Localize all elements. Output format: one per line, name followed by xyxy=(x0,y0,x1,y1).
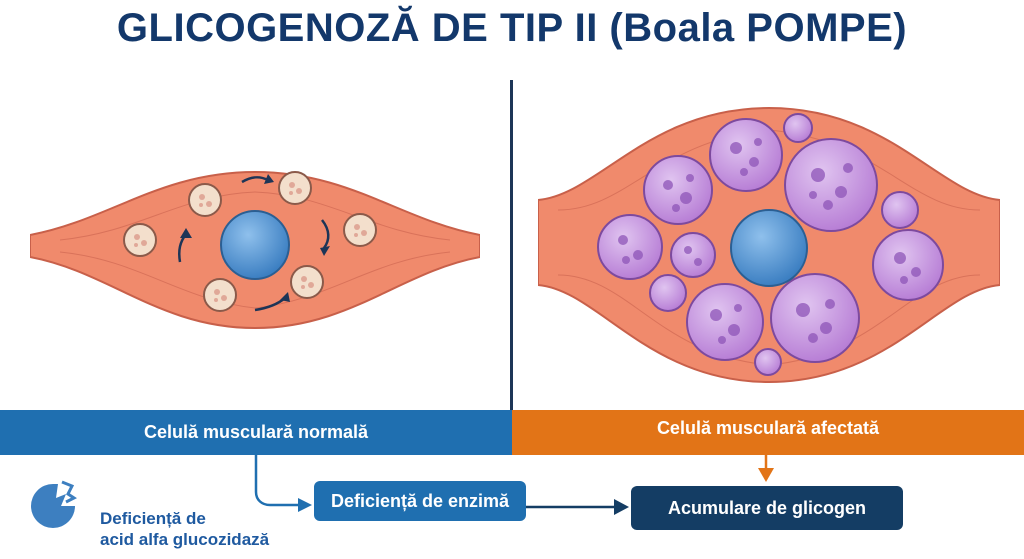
deficiency-line-1: Deficiență de xyxy=(100,509,206,528)
normal-cell-label: Celulă musculară normală xyxy=(0,410,512,455)
affected-cell-label: Celulă musculară afectată xyxy=(512,410,1024,455)
broken-enzyme-icon xyxy=(31,480,77,528)
normal-muscle-cell xyxy=(30,170,480,330)
panel-divider xyxy=(510,80,513,410)
enzyme-deficiency-box: Deficiență de enzimă xyxy=(314,481,526,521)
page-title: GLICOGENOZĂ DE TIP II (Boala POMPE) xyxy=(116,6,908,50)
affected-muscle-cell xyxy=(538,106,1000,384)
deficiency-line-2: acid alfa glucozidază xyxy=(100,530,270,549)
glycogen-accumulation-box: Acumulare de glicogen xyxy=(631,486,903,530)
deficiency-text: Deficiență de acid alfa glucozidază xyxy=(100,508,330,550)
